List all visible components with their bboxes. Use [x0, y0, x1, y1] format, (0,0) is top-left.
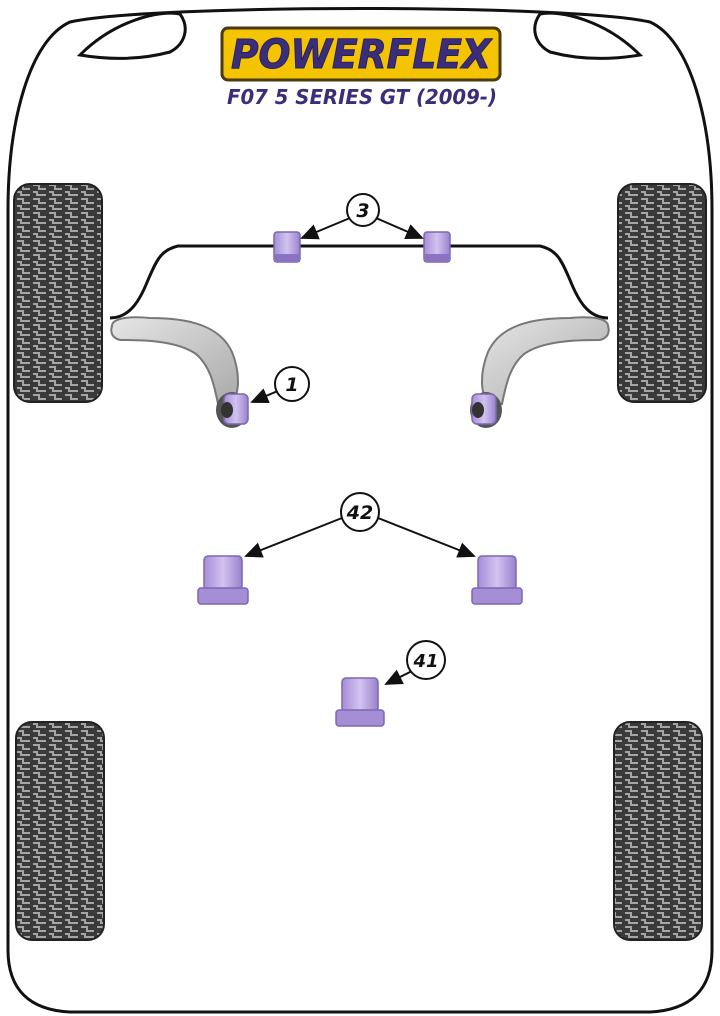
callout-41-label: 41 [412, 651, 438, 672]
subframe-bush-42-left [197, 555, 249, 605]
front-right-control-arm [481, 316, 610, 405]
front-right-tyre [617, 183, 707, 403]
arb-bush-left [273, 231, 301, 263]
control-arm-bush-left [216, 392, 249, 428]
front-left-control-arm [110, 316, 239, 405]
callout-42-circle [340, 492, 380, 532]
rear-left-tyre [15, 721, 105, 941]
callout-3-circle [346, 193, 380, 227]
logo-wordmark: POWERFLEX [231, 32, 493, 78]
subframe-bush-41 [335, 677, 385, 727]
right-mirror-outline [533, 11, 644, 60]
callout-3-label: 3 [356, 200, 369, 222]
powerflex-logo: POWERFLEX [220, 26, 502, 82]
rear-right-tyre [613, 721, 703, 941]
callout-1: 1 [250, 366, 310, 404]
callout-1-label: 1 [285, 374, 298, 396]
vehicle-subtitle: F07 5 SERIES GT (2009-) [227, 85, 497, 109]
control-arm-bush-right [470, 392, 502, 428]
callout-41-circle [406, 640, 446, 680]
car-body-outline [6, 7, 714, 1014]
left-mirror-outline [76, 11, 187, 60]
callout-3: 3 [300, 193, 424, 240]
callout-42-label: 42 [346, 502, 373, 524]
front-left-tyre [13, 183, 103, 403]
anti-roll-bar [109, 244, 609, 320]
subframe-bush-42-right [471, 555, 523, 605]
callout-42: 42 [244, 492, 476, 558]
logo-backdrop [220, 26, 502, 82]
callout-1-circle [274, 366, 310, 402]
arb-bush-right [423, 231, 451, 263]
callout-41: 41 [384, 640, 446, 685]
